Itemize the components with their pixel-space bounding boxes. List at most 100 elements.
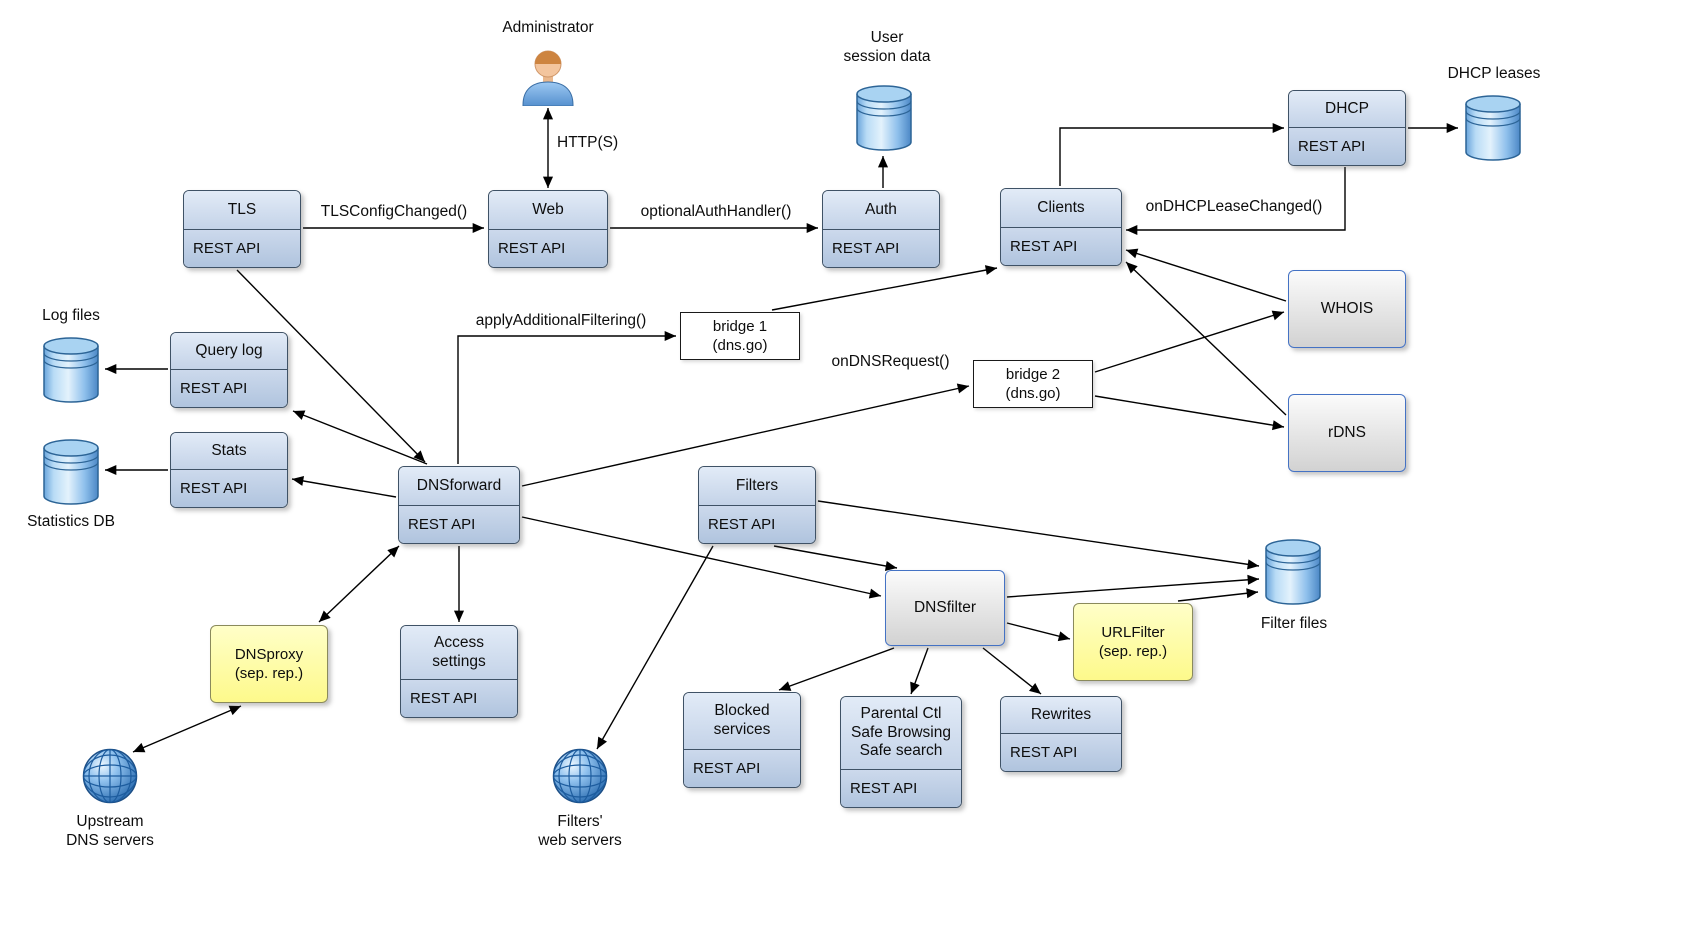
node-filters-restapi: REST API: [699, 506, 815, 543]
edge-whois-clients: [1125, 248, 1287, 302]
filters-web-label-line1: Filters': [557, 813, 603, 830]
edge-tls-dnsforward: [236, 269, 426, 463]
edge-filters-webservers: [596, 545, 714, 750]
node-web-title: Web: [489, 191, 607, 230]
edge-dnsforward-dnsfilter: [521, 516, 882, 599]
edge-urlfilter-filterfiles: [1177, 588, 1259, 602]
user-session-label-line1: User: [870, 29, 904, 46]
node-blocked-services: Blocked services REST API: [683, 692, 801, 788]
node-parental-title-line1: Parental Ctl: [860, 705, 942, 723]
edge-bridge1-clients: [771, 265, 998, 311]
node-bridge-2: bridge 2 (dns.go): [973, 360, 1093, 408]
node-parental-title: Parental Ctl Safe Browsing Safe search: [841, 697, 961, 770]
edge-dnsfilter-parental: [910, 647, 929, 695]
node-clients-restapi: REST API: [1001, 228, 1121, 265]
edge-dnsfilter-blockedservices: [778, 647, 895, 691]
node-tls: TLS REST API: [183, 190, 301, 268]
user-session-db-icon: [855, 84, 913, 152]
user-session-label: User session data: [812, 28, 962, 67]
node-stats-restapi: REST API: [171, 470, 287, 507]
node-stats-title: Stats: [171, 433, 287, 470]
node-dnsforward-restapi: REST API: [399, 506, 519, 543]
node-rdns-title: rDNS: [1328, 424, 1366, 441]
edge-dnsproxy-upstream: [132, 705, 242, 753]
dhcp-leases-label: DHCP leases: [1447, 65, 1541, 82]
edge-label-on-dns-request: onDNSRequest(): [831, 353, 950, 370]
upstream-dns-label-line1: Upstream: [76, 813, 144, 830]
node-access-settings-restapi: REST API: [401, 680, 517, 717]
administrator-label: Administrator: [502, 19, 594, 36]
node-clients: Clients REST API: [1000, 188, 1122, 266]
node-bridge-1-line2: (dns.go): [712, 337, 768, 354]
edge-filters-dnsfilter: [773, 545, 898, 571]
node-parental-title-line3: Safe search: [859, 742, 943, 760]
node-access-settings-title-line2: settings: [432, 652, 486, 670]
node-dnsproxy-line2: (sep. rep.): [234, 665, 304, 682]
node-bridge-2-line2: (dns.go): [1005, 385, 1061, 402]
edge-dnsfilter-filterfiles: [1006, 574, 1260, 598]
edge-rdns-clients: [1125, 261, 1287, 416]
edge-label-on-dhcp-lease-changed: onDHCPLeaseChanged(): [1145, 198, 1323, 215]
filters-web-label-line2: web servers: [538, 832, 622, 850]
edge-dnsforward-dnsproxy: [318, 545, 400, 623]
node-rewrites-title: Rewrites: [1001, 697, 1121, 734]
filter-files-db-icon: [1264, 538, 1322, 606]
node-bridge-1: bridge 1 (dns.go): [680, 312, 800, 360]
node-rewrites: Rewrites REST API: [1000, 696, 1122, 772]
edge-dnsforward-bridge2: [521, 383, 970, 487]
edge-label-optional-auth-handler: optionalAuthHandler(): [640, 203, 792, 220]
node-auth-title: Auth: [823, 191, 939, 230]
node-bridge-2-line1: bridge 2: [1005, 365, 1061, 383]
log-files-db-icon: [42, 336, 100, 404]
node-clients-title: Clients: [1001, 189, 1121, 228]
node-dhcp: DHCP REST API: [1288, 90, 1406, 166]
log-files-label: Log files: [42, 307, 100, 324]
edge-dnsfilter-rewrites: [982, 647, 1042, 695]
edge-bridge2-rdns: [1094, 395, 1285, 431]
filters-web-globe-icon: [550, 746, 610, 806]
node-blocked-services-title-line2: services: [713, 721, 771, 738]
edge-label-tls-config-changed: TLSConfigChanged(): [320, 203, 468, 220]
node-web: Web REST API: [488, 190, 608, 268]
node-parental-title-line2: Safe Browsing: [851, 723, 951, 741]
node-dnsforward-title: DNSforward: [399, 467, 519, 506]
node-parental-restapi: REST API: [841, 770, 961, 807]
node-filters: Filters REST API: [698, 466, 816, 544]
node-dhcp-restapi: REST API: [1289, 128, 1405, 165]
node-filters-title: Filters: [699, 467, 815, 506]
node-web-restapi: REST API: [489, 230, 607, 267]
node-query-log-title: Query log: [171, 333, 287, 370]
node-auth: Auth REST API: [822, 190, 940, 268]
node-dnsfilter-title: DNSfilter: [913, 599, 976, 616]
dhcp-leases-db-icon: [1464, 94, 1522, 162]
node-whois-title: WHOIS: [1320, 300, 1374, 317]
filter-files-label: Filter files: [1260, 615, 1328, 632]
node-access-settings-title-line1: Access: [434, 633, 484, 651]
edge-dnsfilter-urlfilter: [1006, 622, 1071, 642]
node-dnsfilter: DNSfilter: [885, 570, 1005, 646]
statistics-db-label: Statistics DB: [27, 513, 115, 530]
edge-label-https: HTTP(S): [557, 134, 619, 151]
edge-dhcp-clients: [1126, 167, 1346, 236]
statistics-db-icon: [42, 438, 100, 506]
node-access-settings-title: Access settings: [401, 626, 517, 680]
node-dnsproxy-line1: DNSproxy: [234, 645, 304, 663]
edge-dnsforward-querylog: [292, 410, 428, 465]
edge-bridge2-whois: [1094, 310, 1285, 373]
upstream-dns-label: Upstream DNS servers: [40, 812, 180, 851]
node-query-log-restapi: REST API: [171, 370, 287, 407]
node-urlfilter: URLFilter (sep. rep.): [1073, 603, 1193, 681]
user-session-label-line2: session data: [843, 48, 931, 66]
node-urlfilter-line1: URLFilter: [1101, 623, 1165, 641]
edge-dnsforward-stats: [291, 475, 397, 498]
administrator-icon: [520, 44, 576, 106]
node-rdns: rDNS: [1288, 394, 1406, 472]
node-blocked-services-title-line1: Blocked: [714, 702, 770, 720]
node-dnsforward: DNSforward REST API: [398, 466, 520, 544]
edge-filters-filterfiles: [817, 500, 1260, 570]
node-dnsproxy: DNSproxy (sep. rep.): [210, 625, 328, 703]
node-rewrites-restapi: REST API: [1001, 734, 1121, 771]
filters-web-label: Filters' web servers: [510, 812, 650, 851]
